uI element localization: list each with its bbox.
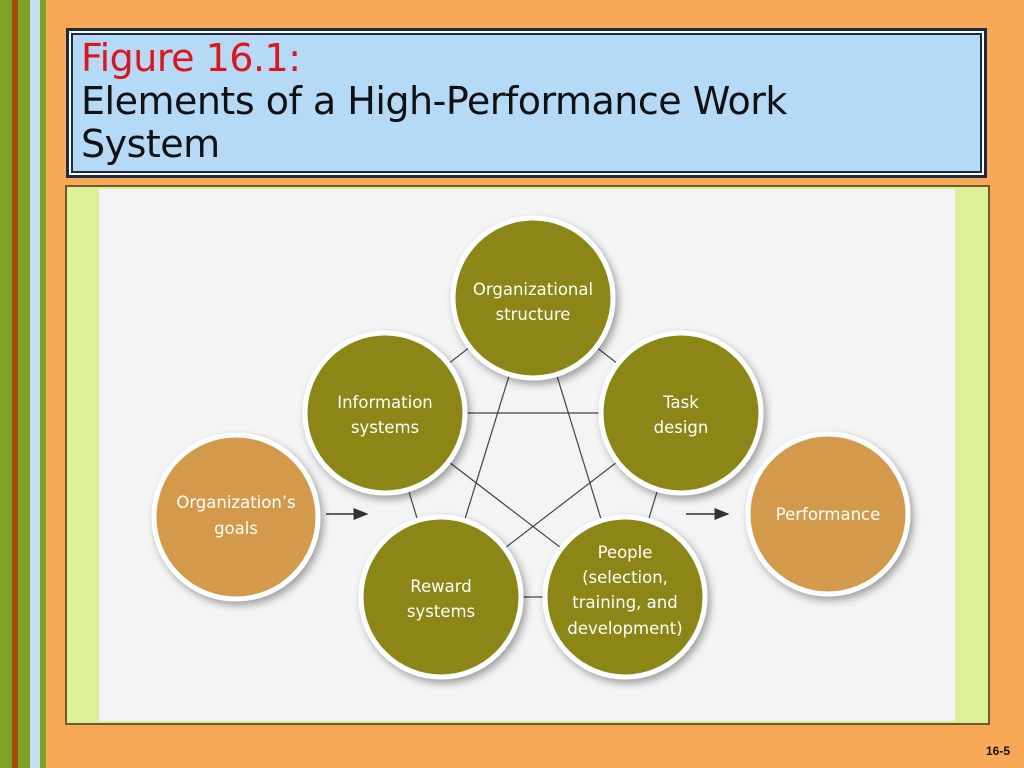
decorative-stripe	[18, 0, 30, 768]
node-label: systems	[351, 418, 419, 437]
node-label: Organizational	[473, 280, 593, 299]
node-circle	[151, 432, 321, 602]
node-label: structure	[496, 305, 571, 324]
title-box: Figure 16.1: Elements of a High-Performa…	[66, 28, 987, 178]
decorative-stripe	[0, 0, 12, 768]
node-label: goals	[214, 519, 258, 538]
node-label: development)	[567, 619, 682, 638]
node-label: Task	[662, 393, 699, 412]
node-circle	[745, 431, 911, 597]
node-circle	[598, 330, 764, 496]
node-organization-goals: Organization’s goals	[151, 432, 321, 602]
node-label: Performance	[776, 505, 881, 524]
decorative-stripe	[12, 0, 18, 768]
node-label: Organization’s	[176, 493, 295, 512]
node-information-systems: Information systems	[302, 330, 468, 496]
node-circle	[302, 330, 468, 496]
node-label: design	[654, 418, 709, 437]
node-performance: Performance	[745, 431, 911, 597]
node-task-design: Task design	[598, 330, 764, 496]
slide-title-line-2: System	[81, 122, 220, 166]
slide-title-line-1: Elements of a High-Performance Work	[81, 79, 787, 123]
node-label: People	[598, 543, 653, 562]
node-circle	[450, 215, 616, 381]
figure-number: Figure 16.1:	[81, 36, 301, 80]
node-circle	[542, 514, 708, 680]
node-circle	[358, 514, 524, 680]
node-label: (selection,	[582, 568, 668, 587]
page-number: 16-5	[985, 744, 1010, 758]
decorative-stripe	[30, 0, 40, 768]
node-label: Reward	[410, 577, 471, 596]
node-label: training, and	[572, 593, 677, 612]
decorative-stripe	[40, 0, 46, 768]
node-label: Information	[337, 393, 433, 412]
node-people: People (selection, training, and develop…	[542, 514, 708, 680]
node-label: systems	[407, 602, 475, 621]
node-reward-systems: Reward systems	[358, 514, 524, 680]
node-organizational-structure: Organizational structure	[450, 215, 616, 381]
